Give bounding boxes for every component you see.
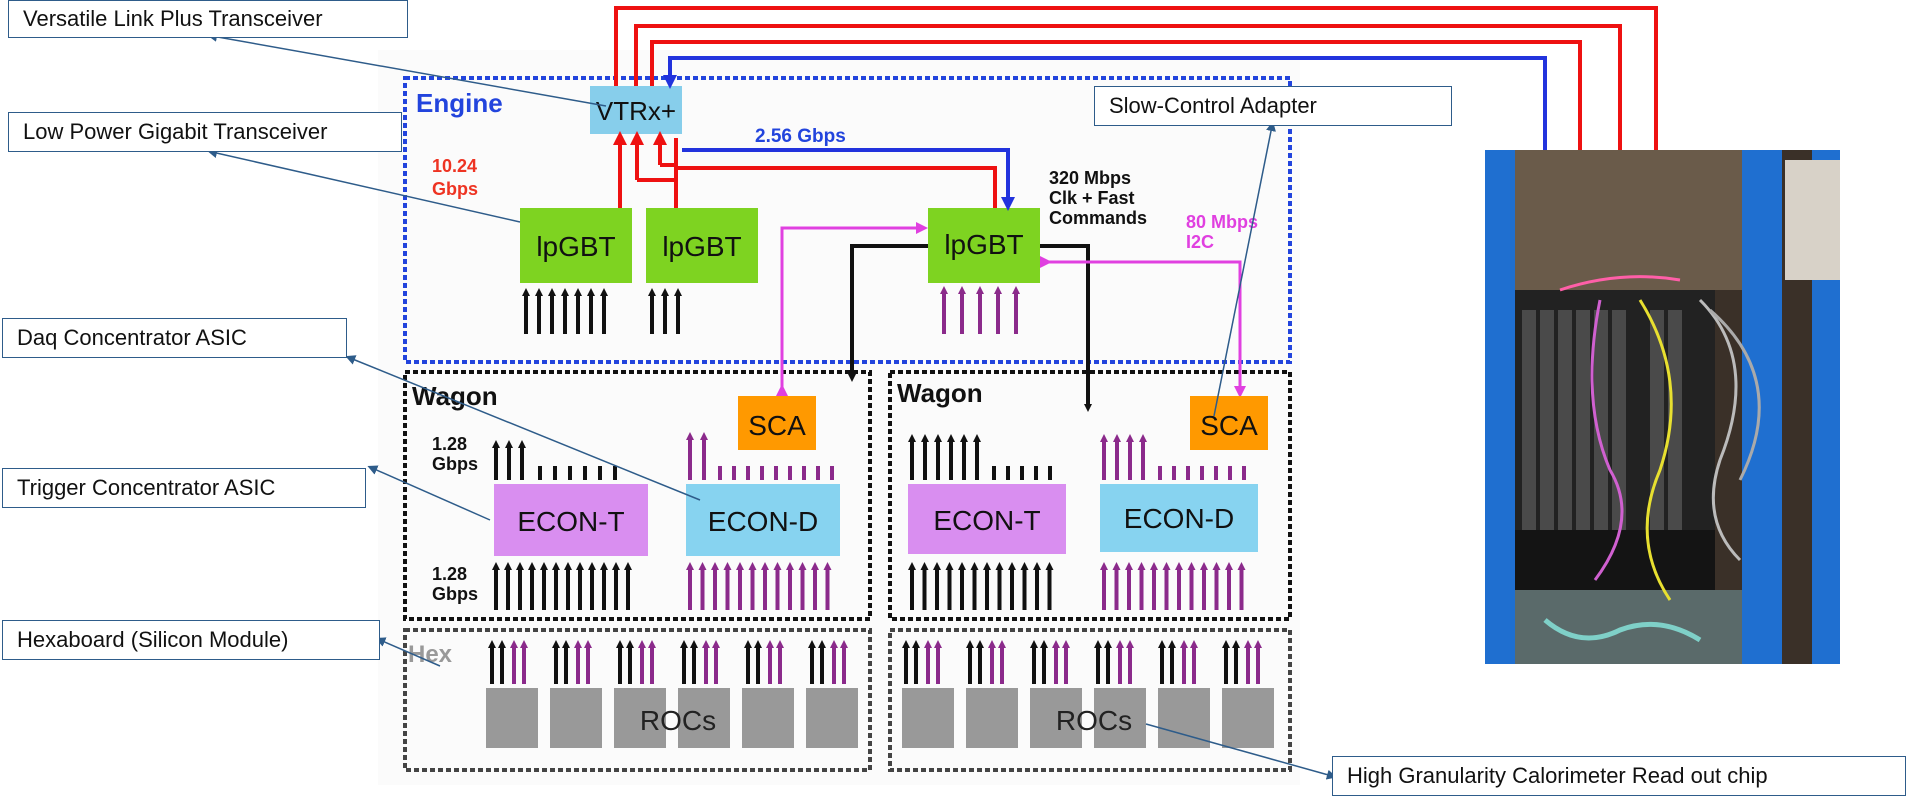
econ-t-label-left: ECON-T [517, 506, 624, 537]
callout-daq-concentrator: Daq Concentrator ASIC [2, 318, 347, 358]
callout-slow-control-adapter: Slow-Control Adapter [1094, 86, 1452, 126]
purple-link-ticks [718, 466, 1246, 480]
lpgbt-box-1 [520, 208, 632, 283]
rate-320-line3: Commands [1049, 208, 1147, 228]
rate-1-28-upper-value: 1.28 [432, 434, 467, 454]
purple-data-arrows [510, 286, 1262, 684]
vtrx-label: VTRx+ [596, 96, 676, 126]
vtrx-box [590, 86, 682, 134]
hex-label: Hex [408, 641, 453, 668]
wagon-label-left: Wagon [412, 381, 498, 411]
black-link-ticks [538, 466, 1052, 480]
rate-320-line2: Clk + Fast [1049, 188, 1135, 208]
roc-chips [486, 688, 1274, 748]
econ-d-label-right: ECON-D [1124, 503, 1234, 534]
wagon-box-left [403, 370, 872, 621]
lpgbt-label-3: lpGBT [944, 229, 1023, 260]
econ-t-label-right: ECON-T [933, 505, 1040, 536]
rate-320-line1: 320 Mbps [1049, 168, 1131, 188]
engine-label: Engine [416, 88, 503, 118]
callout-hgcroc: High Granularity Calorimeter Read out ch… [1332, 756, 1906, 796]
wagon-label-right: Wagon [897, 378, 983, 408]
sca-label-right: SCA [1200, 410, 1258, 441]
callout-hexaboard: Hexaboard (Silicon Module) [2, 620, 380, 660]
rate-10-24-value: 10.24 [432, 156, 477, 176]
econ-d-box-right [1100, 484, 1258, 552]
lpgbt-box-3 [928, 208, 1040, 283]
diagram-panel [378, 50, 1300, 785]
econ-t-box-right [908, 484, 1066, 554]
downlink-blue-line [682, 148, 1015, 211]
rocs-label-left: ROCs [640, 705, 716, 736]
i2c-magenta-lines [776, 222, 1246, 398]
rate-80-line2: I2C [1186, 232, 1214, 252]
lpgbt-box-2 [646, 208, 758, 283]
callout-leaders [207, 31, 1337, 780]
callout-lpgbt: Low Power Gigabit Transceiver [8, 112, 402, 152]
rate-10-24-unit: Gbps [432, 179, 478, 199]
rocs-label-right: ROCs [1056, 705, 1132, 736]
black-data-arrows [488, 288, 1240, 684]
hex-box-left [403, 628, 872, 772]
rate-1-28-lower-value: 1.28 [432, 564, 467, 584]
sca-box-right [1190, 396, 1268, 450]
rate-80-line1: 80 Mbps [1186, 212, 1258, 232]
lpgbt-label-2: lpGBT [662, 231, 741, 262]
rate-1-28-lower-unit: Gbps [432, 584, 478, 604]
lpgbt-label-1: lpGBT [536, 231, 615, 262]
callout-vtrx: Versatile Link Plus Transceiver [8, 0, 408, 38]
rate-1-28-upper-unit: Gbps [432, 454, 478, 474]
callout-trigger-concentrator: Trigger Concentrator ASIC [2, 468, 366, 508]
econ-t-box-left [494, 484, 648, 556]
sca-label-left: SCA [748, 410, 806, 441]
uplink-red-lines [613, 131, 997, 208]
sca-box-left [738, 396, 816, 450]
external-fibers [614, 6, 1663, 290]
econ-d-box-left [686, 484, 840, 556]
hex-box-right [888, 628, 1292, 772]
rack-photo [1485, 150, 1840, 664]
rate-2-56-label: 2.56 Gbps [755, 126, 846, 147]
econ-d-label-left: ECON-D [708, 506, 818, 537]
